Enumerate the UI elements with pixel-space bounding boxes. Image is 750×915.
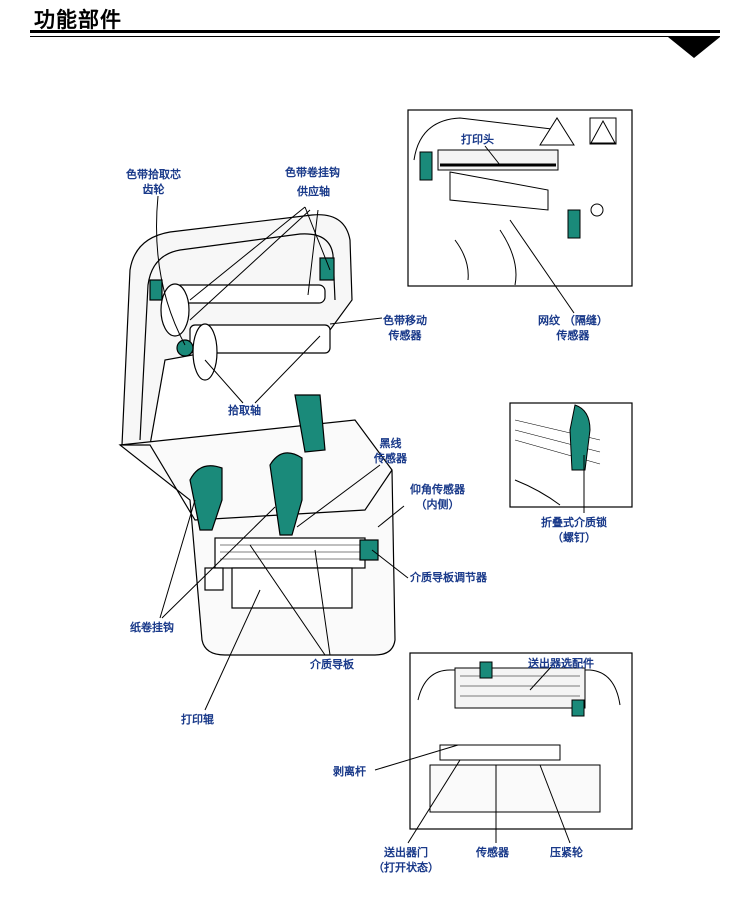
label-head-up-sensor-line2: （内侧）	[415, 498, 460, 511]
label-ribbon-motion-sensor-line1: 色带移动	[383, 314, 427, 327]
label-dispenser-door-line1: 送出器门	[384, 846, 428, 859]
label-ribbon-motion-sensor: 色带移动 传感器	[383, 313, 427, 343]
label-ribbon-takeup-gear-line1: 色带拾取芯	[126, 168, 181, 181]
label-web-sensor-line1: 网纹 （隔缝）	[538, 314, 608, 327]
label-web-sensor-line2: 传感器	[556, 329, 590, 342]
label-media-lock-line2: （螺钉）	[552, 531, 596, 544]
label-ribbon-takeup-gear-line2: 齿轮	[142, 183, 165, 196]
label-dispenser-option: 送出器选配件	[528, 657, 594, 670]
label-printhead: 打印头	[461, 133, 494, 146]
inset-dispenser-drawing	[417, 661, 621, 813]
label-dispenser-sensor: 传感器	[476, 846, 509, 859]
label-platen-roller: 打印辊	[181, 713, 214, 726]
label-media-lock: 折叠式介质锁 （螺钉）	[541, 515, 607, 545]
label-media-guide-adjuster: 介质导板调节器	[410, 571, 487, 584]
label-dispenser-door-line2: （打开状态）	[373, 861, 439, 874]
label-black-mark-sensor-line2: 传感器	[374, 452, 407, 465]
label-roll-hooks: 纸卷挂钩	[130, 621, 174, 634]
label-peel-bar: 剥离杆	[333, 765, 366, 778]
inset-printhead-drawing	[413, 117, 617, 286]
page-title: 功能部件	[34, 8, 122, 32]
label-web-sensor: 网纹 （隔缝） 传感器	[538, 313, 608, 343]
header-rule	[30, 30, 720, 33]
label-black-mark-sensor: 黑线 传感器	[374, 436, 407, 466]
label-head-up-sensor: 仰角传感器 （内侧）	[410, 482, 465, 512]
label-black-mark-sensor-line1: 黑线	[379, 437, 402, 450]
label-head-up-sensor-line1: 仰角传感器	[410, 483, 465, 496]
main-printer-drawing	[118, 214, 396, 656]
label-ribbon-takeup-gear: 色带拾取芯 齿轮	[126, 167, 181, 197]
label-ribbon-motion-sensor-line2: 传感器	[388, 329, 422, 342]
header-triangle-icon	[668, 37, 720, 58]
header-rule-thin	[30, 36, 720, 37]
label-media-guides: 介质导板	[310, 658, 354, 671]
label-media-lock-line1: 折叠式介质锁	[541, 516, 607, 529]
label-supply-spindle: 供应轴	[297, 185, 330, 198]
label-takeup-spindle: 拾取轴	[228, 404, 261, 417]
inset-medialock-drawing	[514, 404, 601, 506]
label-ribbon-hook: 色带卷挂钩	[285, 166, 340, 179]
label-dispenser-door: 送出器门 （打开状态）	[373, 845, 439, 875]
leader-lines	[156, 145, 585, 844]
label-pinch-roller: 压紧轮	[550, 846, 583, 859]
